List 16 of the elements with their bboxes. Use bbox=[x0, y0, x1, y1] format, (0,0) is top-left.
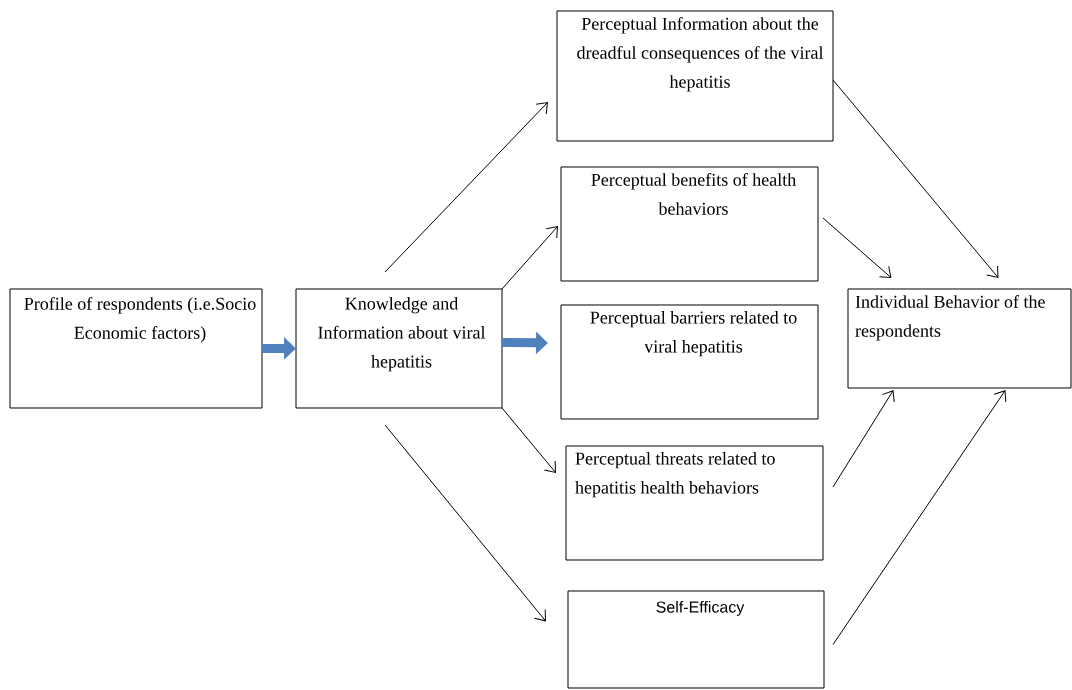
text-box: Profile of respondents (i.e.Socio Economic factors) bbox=[9, 288, 263, 409]
text-box: Perceptual barriers related to viral hepatitis bbox=[560, 304, 819, 420]
text-box: Individual Behavior of the respondents bbox=[847, 288, 1072, 389]
arrow bbox=[384, 102, 548, 273]
text-box: Self-Efficacy bbox=[567, 590, 825, 689]
arrow bbox=[384, 424, 546, 622]
arrow bbox=[501, 407, 556, 473]
arrow bbox=[822, 217, 892, 278]
arrow bbox=[832, 390, 1007, 645]
arrow bbox=[501, 226, 558, 290]
arrow bbox=[832, 390, 895, 488]
text-box: Perceptual threats related to hepatitis health behaviors bbox=[565, 445, 824, 561]
text-box: Perceptual benefits of health behaviors bbox=[560, 166, 819, 282]
arrow bbox=[832, 79, 999, 278]
text-box: Knowledge and Information about viral hepatitis bbox=[295, 288, 503, 409]
text-box: Perceptual Information about the dreadful consequences of the viral hepatitis bbox=[556, 10, 834, 142]
